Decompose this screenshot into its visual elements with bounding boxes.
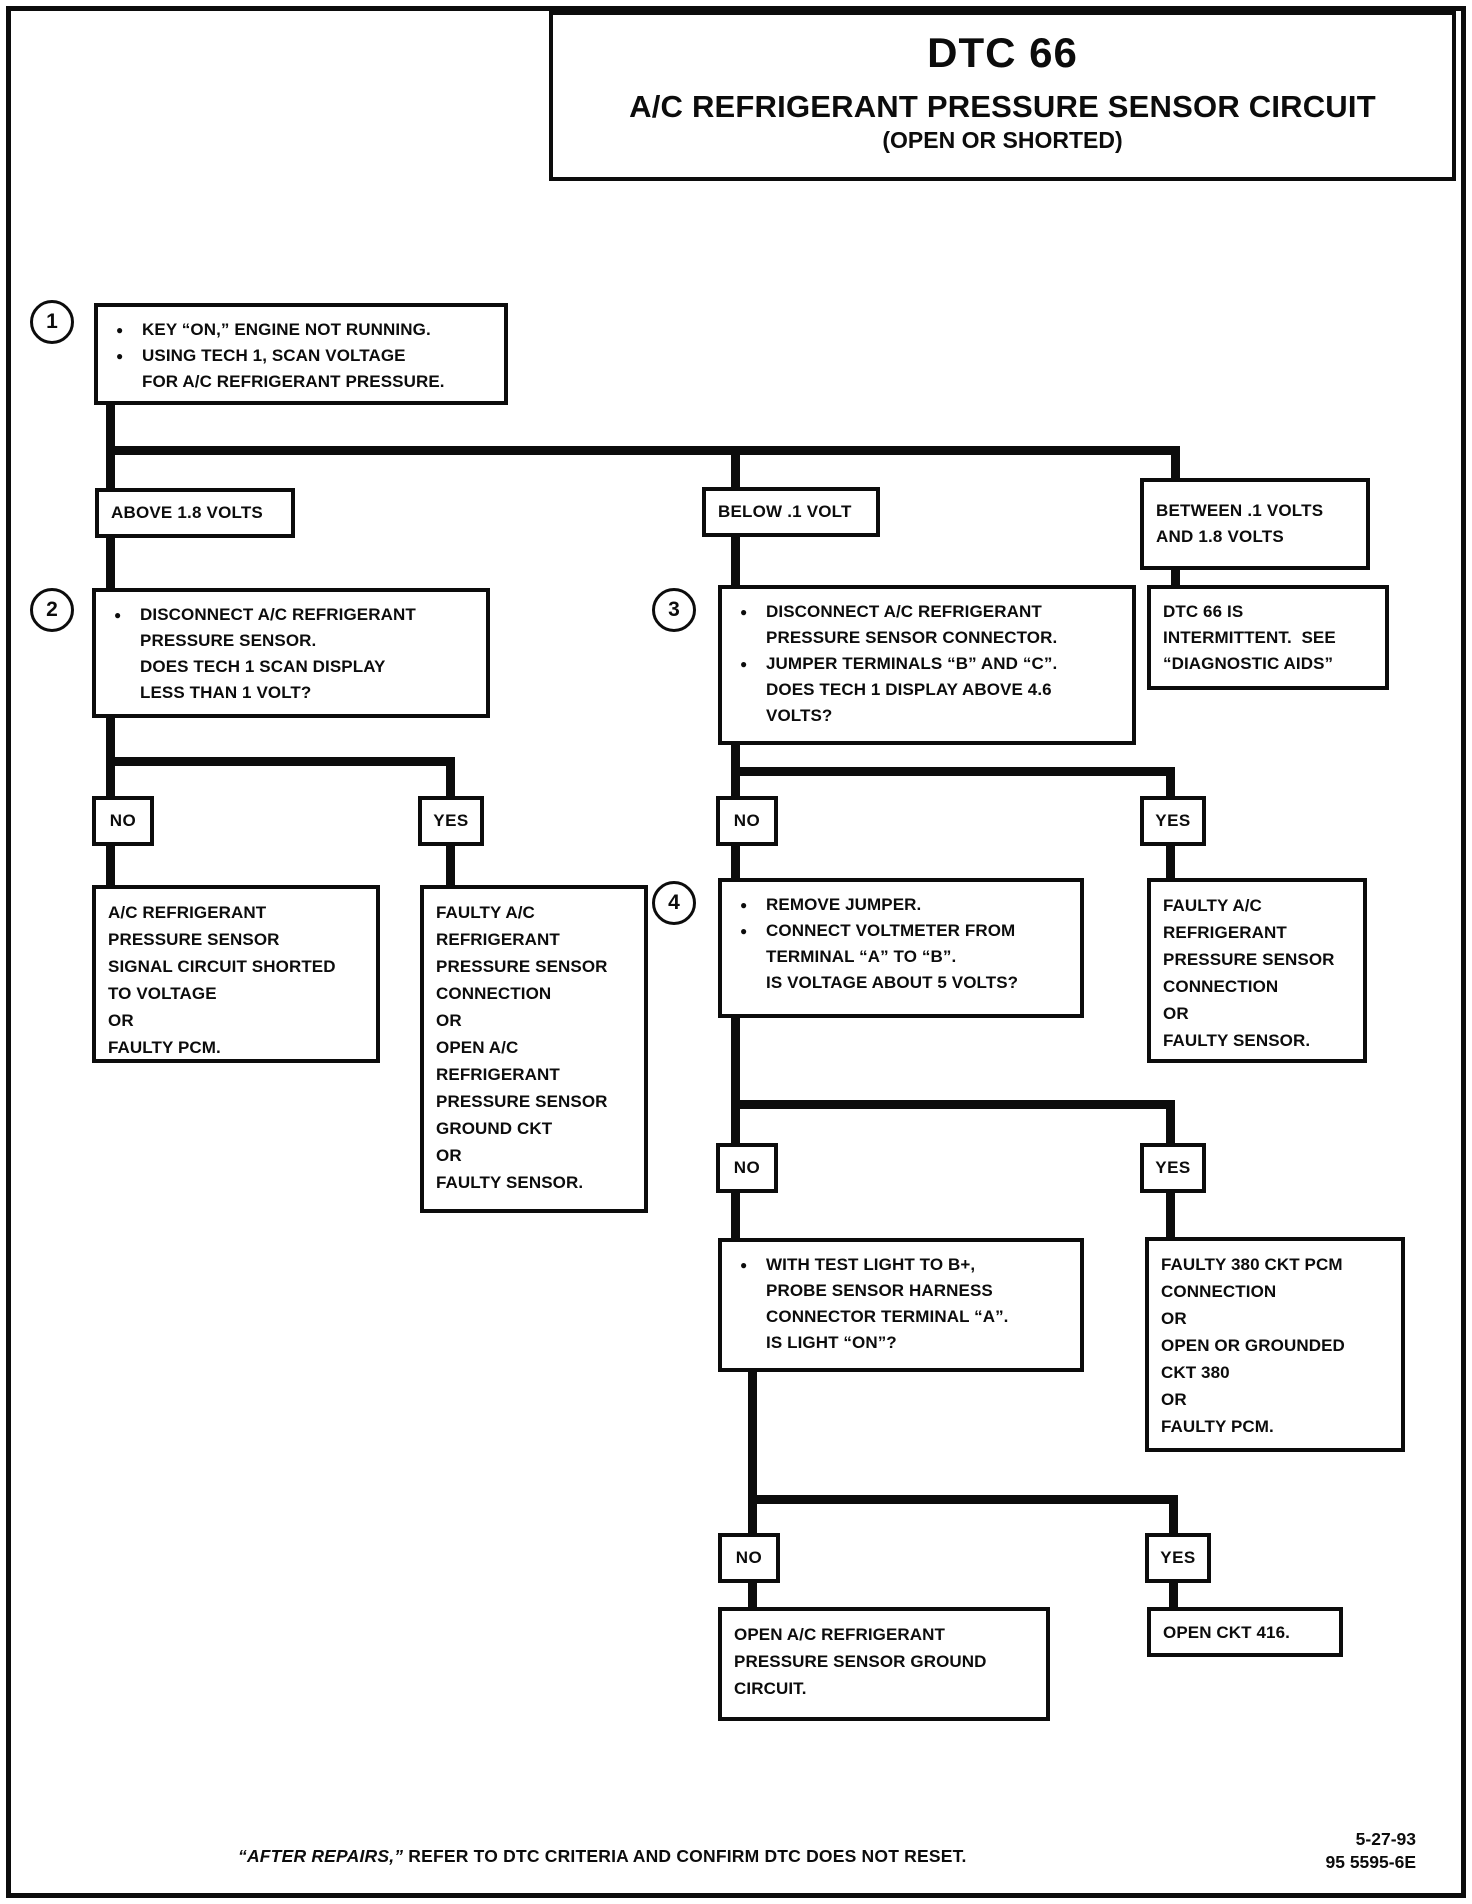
step-4-item: ● REMOVE JUMPER.	[734, 892, 1072, 918]
document-number: 95 5595-6E	[1325, 1852, 1417, 1872]
connector-line	[748, 1372, 757, 1495]
title-box: DTC 66 A/C REFRIGERANT PRESSURE SENSOR C…	[549, 11, 1456, 181]
result-open-ckt-416-box: OPEN CKT 416.	[1147, 1607, 1343, 1657]
connector-line	[446, 766, 455, 796]
step-3-item: ● JUMPER TERMINALS “B” AND “C”. DOES TEC…	[734, 651, 1124, 729]
branch-above-label: ABOVE 1.8 VOLTS	[95, 488, 295, 538]
dtc-code-title: DTC 66	[927, 29, 1078, 76]
after-repairs-note: “AFTER REPAIRS,” REFER TO DTC CRITERIA A…	[238, 1846, 1118, 1867]
connector-line	[1166, 846, 1175, 878]
yes-tag-step3: YES	[1140, 796, 1206, 846]
result-shorted-to-voltage-box: A/C REFRIGERANT PRESSURE SENSOR SIGNAL C…	[92, 885, 380, 1063]
connector-line	[748, 1504, 757, 1533]
bullet-icon: ●	[116, 323, 124, 337]
connector-line	[106, 846, 115, 885]
bullet-icon: ●	[114, 608, 122, 622]
connector-line	[1171, 455, 1180, 479]
step-1-box: ● KEY “ON,” ENGINE NOT RUNNING. ● USING …	[94, 303, 508, 405]
connector-line	[106, 757, 455, 766]
connector-line	[446, 846, 455, 885]
step-1-item: ● KEY “ON,” ENGINE NOT RUNNING.	[110, 317, 496, 343]
bullet-icon: ●	[740, 605, 748, 619]
result-faulty-sensor-connection-box: FAULTY A/C REFRIGERANT PRESSURE SENSOR C…	[1147, 878, 1367, 1063]
bullet-icon: ●	[116, 349, 124, 363]
step-1-item: ● USING TECH 1, SCAN VOLTAGE FOR A/C REF…	[110, 343, 496, 395]
yes-tag-test-light: YES	[1145, 1533, 1211, 1583]
step-4-item: ● CONNECT VOLTMETER FROM TERMINAL “A” TO…	[734, 918, 1072, 996]
step-3-item: ● DISCONNECT A/C REFRIGERANT PRESSURE SE…	[734, 599, 1124, 651]
result-faulty-connection-ground-box: FAULTY A/C REFRIGERANT PRESSURE SENSOR C…	[420, 885, 648, 1213]
step-2-item: ● DISCONNECT A/C REFRIGERANT PRESSURE SE…	[108, 602, 478, 706]
step-2-text: DISCONNECT A/C REFRIGERANT PRESSURE SENS…	[140, 605, 416, 702]
no-tag-step3: NO	[716, 796, 778, 846]
connector-line	[731, 745, 740, 767]
step-1-number: 1	[30, 300, 74, 344]
connector-line	[106, 446, 1180, 455]
step-4-box: ● REMOVE JUMPER. ● CONNECT VOLTMETER FRO…	[718, 878, 1084, 1018]
connector-line	[748, 1495, 1178, 1504]
step-3-text: JUMPER TERMINALS “B” AND “C”. DOES TECH …	[766, 654, 1058, 725]
bullet-icon: ●	[740, 1258, 748, 1272]
bullet-icon: ●	[740, 898, 748, 912]
connector-line	[106, 766, 115, 796]
step-2-number: 2	[30, 588, 74, 632]
connector-line	[748, 1583, 757, 1607]
step-3-box: ● DISCONNECT A/C REFRIGERANT PRESSURE SE…	[718, 585, 1136, 745]
connector-line	[1166, 1193, 1175, 1237]
connector-line	[1166, 1109, 1175, 1143]
bullet-icon: ●	[740, 924, 748, 938]
step-4-number: 4	[652, 881, 696, 925]
connector-line	[731, 1193, 740, 1238]
page-border	[6, 6, 1466, 1898]
result-ckt-380-box: FAULTY 380 CKT PCM CONNECTION OR OPEN OR…	[1145, 1237, 1405, 1452]
connector-line	[731, 1018, 740, 1100]
step-3-number: 3	[652, 588, 696, 632]
no-tag-step4: NO	[716, 1143, 778, 1193]
branch-between-label: BETWEEN .1 VOLTS AND 1.8 VOLTS	[1140, 478, 1370, 570]
connector-line	[731, 1109, 740, 1143]
connector-line	[1169, 1583, 1178, 1607]
bullet-icon: ●	[740, 657, 748, 671]
step-3-text: DISCONNECT A/C REFRIGERANT PRESSURE SENS…	[766, 602, 1058, 647]
revision-date: 5-27-93	[1355, 1829, 1416, 1849]
connector-line	[731, 455, 740, 488]
step-1-text: USING TECH 1, SCAN VOLTAGE FOR A/C REFRI…	[142, 346, 445, 391]
connector-line	[731, 537, 740, 585]
intermittent-result-box: DTC 66 IS INTERMITTENT. SEE “DIAGNOSTIC …	[1147, 585, 1389, 690]
circuit-title: A/C REFRIGERANT PRESSURE SENSOR CIRCUIT	[629, 89, 1376, 124]
test-light-item: ● WITH TEST LIGHT TO B+, PROBE SENSOR HA…	[734, 1252, 1072, 1356]
connector-line	[106, 455, 115, 488]
result-open-ground-circuit-box: OPEN A/C REFRIGERANT PRESSURE SENSOR GRO…	[718, 1607, 1050, 1721]
connector-line	[731, 846, 740, 878]
no-tag-test-light: NO	[718, 1533, 780, 1583]
test-light-box: ● WITH TEST LIGHT TO B+, PROBE SENSOR HA…	[718, 1238, 1084, 1372]
test-light-text: WITH TEST LIGHT TO B+, PROBE SENSOR HARN…	[766, 1255, 1009, 1352]
revision-block: 5-27-93 95 5595-6E	[1250, 1828, 1417, 1874]
yes-tag-step2: YES	[418, 796, 484, 846]
step-1-text: KEY “ON,” ENGINE NOT RUNNING.	[142, 320, 431, 339]
connector-line	[1166, 776, 1175, 796]
connector-line	[1171, 570, 1180, 585]
branch-below-label: BELOW .1 VOLT	[702, 487, 880, 537]
connector-line	[106, 718, 115, 757]
yes-tag-step4: YES	[1140, 1143, 1206, 1193]
connector-line	[1169, 1504, 1178, 1533]
step-2-box: ● DISCONNECT A/C REFRIGERANT PRESSURE SE…	[92, 588, 490, 718]
after-repairs-italic: “AFTER REPAIRS,”	[238, 1846, 404, 1866]
step-4-text: CONNECT VOLTMETER FROM TERMINAL “A” TO “…	[766, 921, 1019, 992]
circuit-subtitle: (OPEN OR SHORTED)	[882, 127, 1123, 153]
no-tag-step2: NO	[92, 796, 154, 846]
connector-line	[106, 405, 115, 448]
step-4-text: REMOVE JUMPER.	[766, 895, 922, 914]
connector-line	[731, 1100, 1175, 1109]
connector-line	[731, 767, 1175, 776]
after-repairs-rest: REFER TO DTC CRITERIA AND CONFIRM DTC DO…	[403, 1846, 967, 1866]
connector-line	[731, 776, 740, 796]
connector-line	[106, 538, 115, 590]
